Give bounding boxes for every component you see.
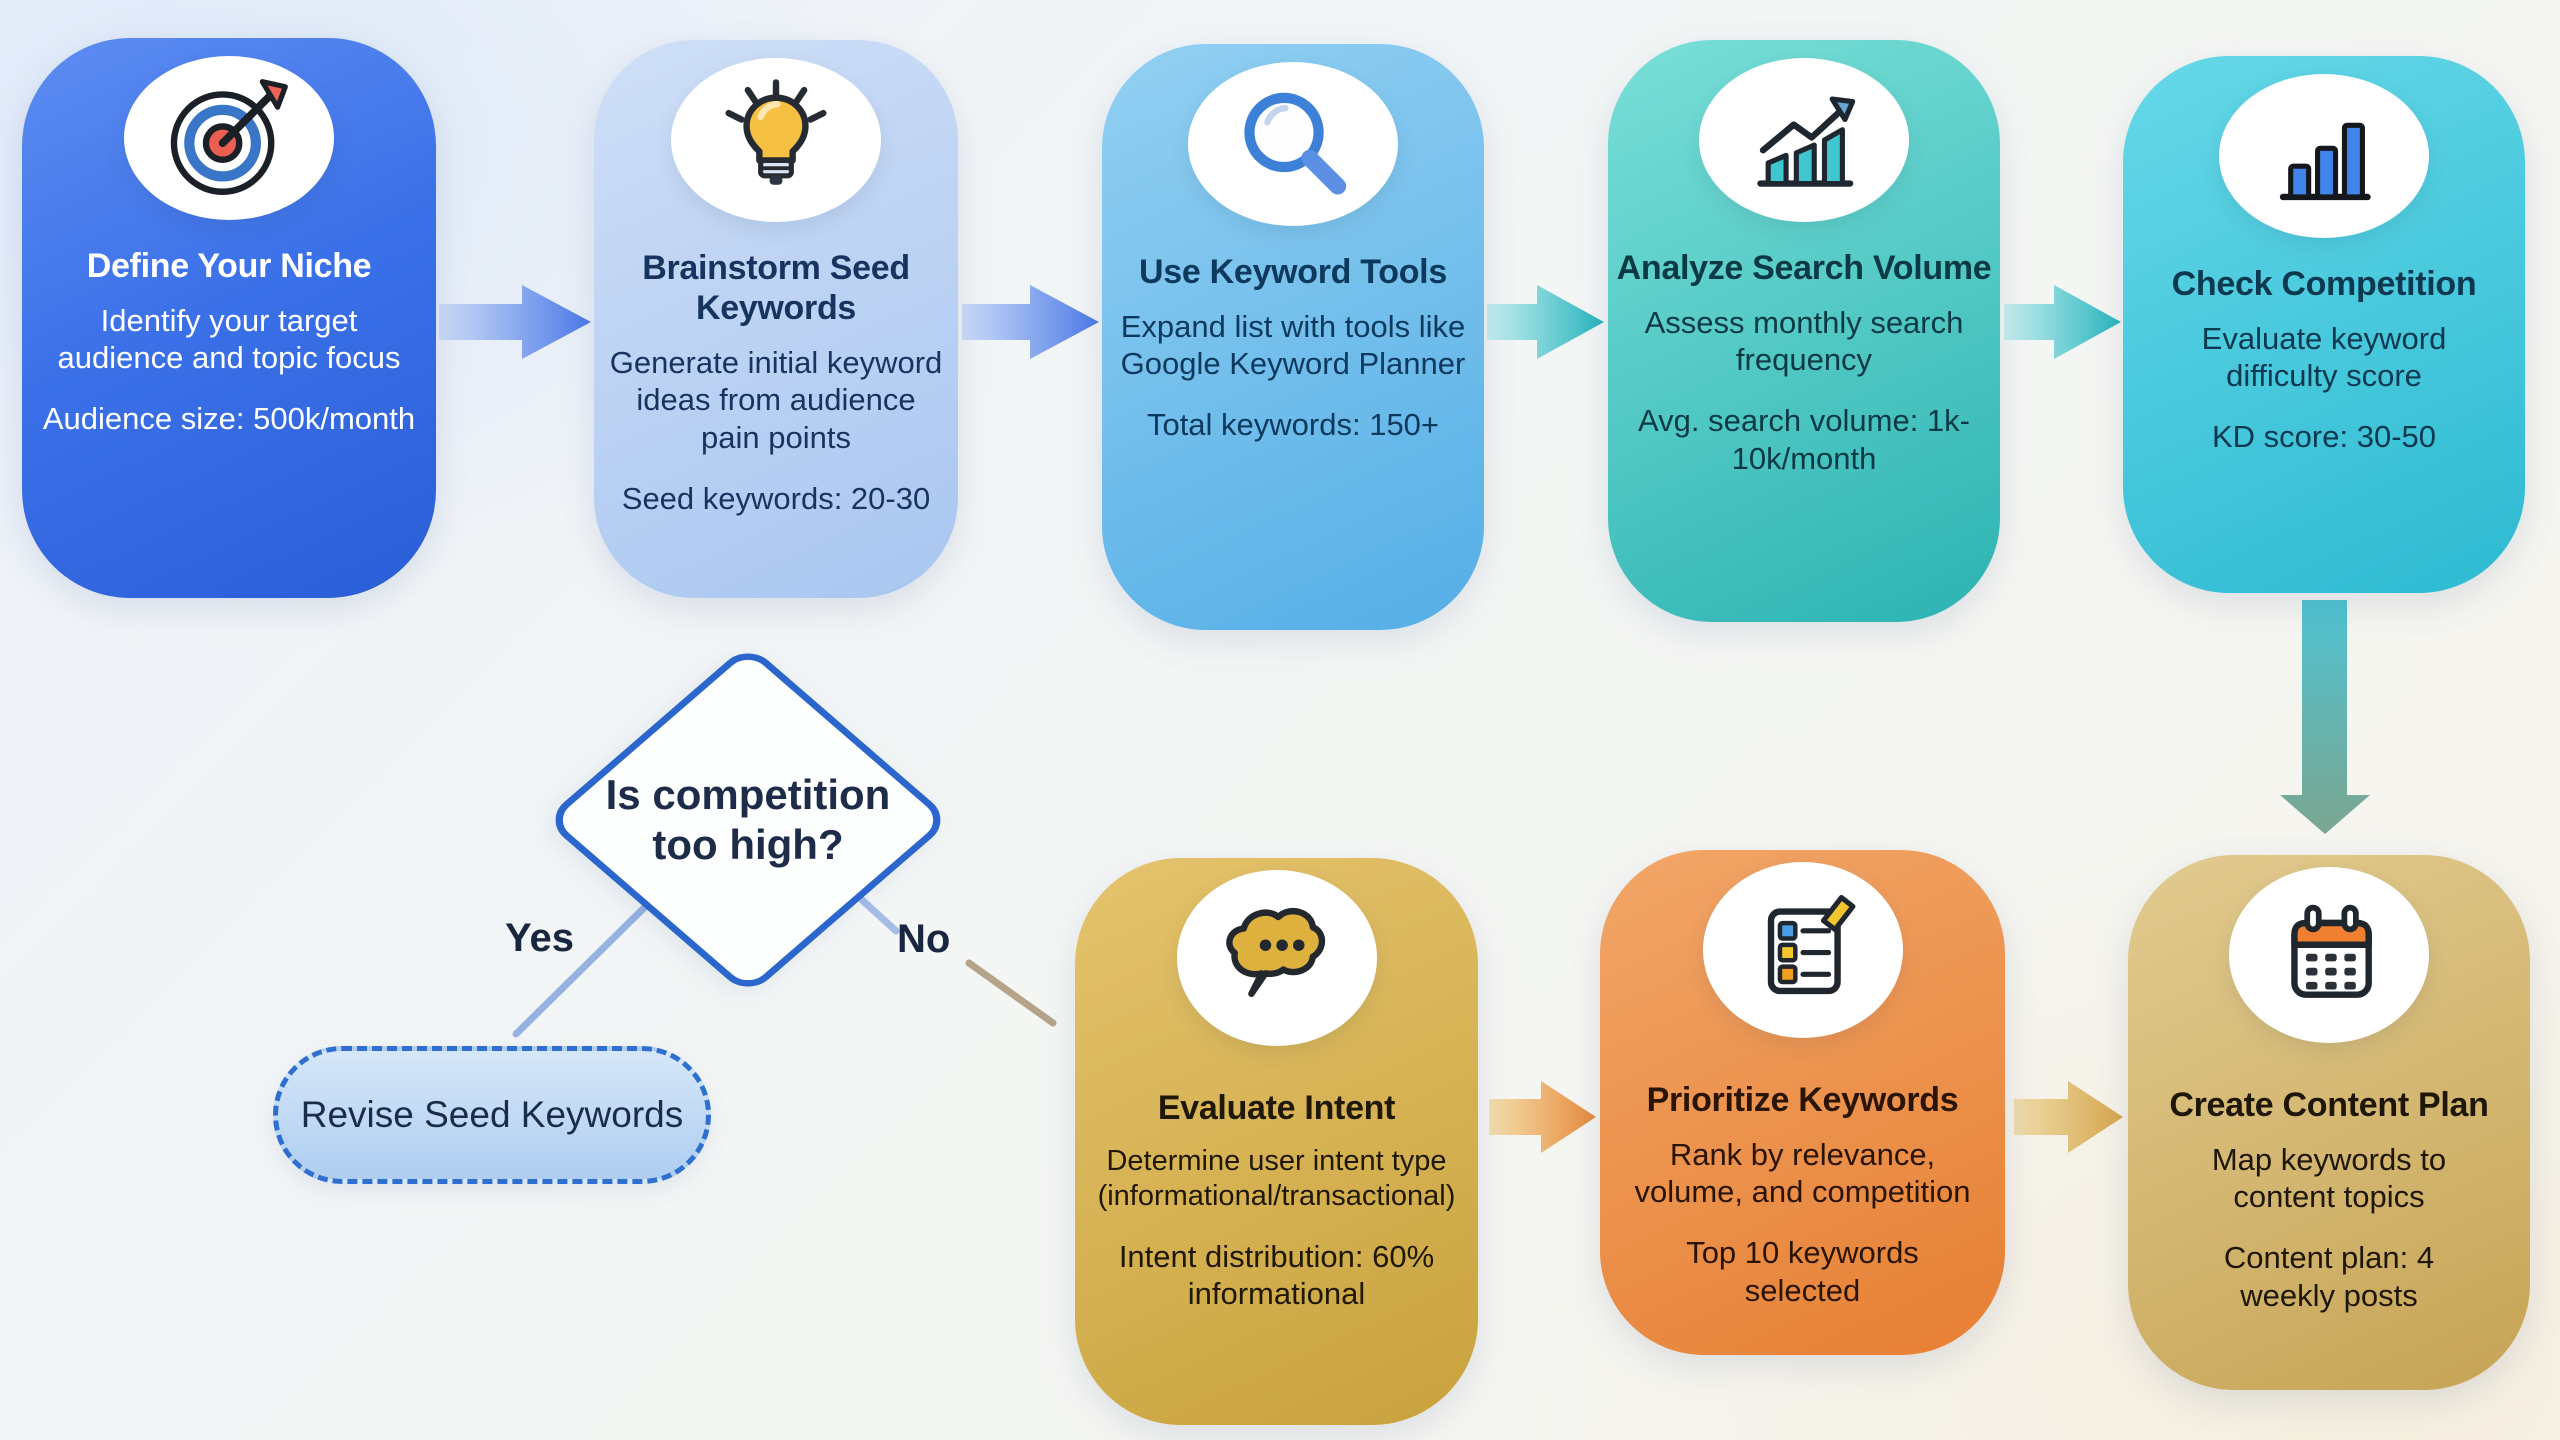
revise-pill: Revise Seed Keywords <box>273 1046 711 1184</box>
lightbulb-icon <box>725 79 827 185</box>
flow-arrow-5 <box>1489 1081 1596 1153</box>
step-description: Generate initial keyword ideas from audi… <box>609 345 943 455</box>
step-title: Define Your Niche <box>86 247 372 285</box>
growth-chart-icon <box>1757 96 1856 187</box>
step-card-brainstorm-seed-keywords: Brainstorm Seed Keywords Generate initia… <box>594 40 958 598</box>
icon-circle <box>1702 862 1903 1038</box>
flow-arrow-6 <box>2014 1081 2123 1153</box>
magnifier-icon <box>1244 92 1347 195</box>
step-metric: Intent distribution: 60% informational <box>1118 1238 1435 1311</box>
step-card-use-keyword-tools: Use Keyword Tools Expand list with tools… <box>1102 44 1484 630</box>
icon-circle <box>671 58 881 222</box>
step-title: Evaluate Intent <box>1157 1089 1396 1127</box>
step-title: Create Content Plan <box>2169 1086 2489 1124</box>
icon-circle <box>124 56 334 220</box>
step-title: Prioritize Keywords <box>1646 1081 1959 1119</box>
target-icon <box>170 79 288 195</box>
bar-chart-icon <box>2279 122 2371 201</box>
flow-arrow-3 <box>1487 285 1604 359</box>
step-description: Expand list with tools like Google Keywo… <box>1120 309 1466 382</box>
step-card-analyze-search-volume: Analyze Search Volume Assess monthly sea… <box>1608 40 2000 622</box>
speech-bubble-icon <box>1225 907 1325 998</box>
step-card-prioritize-keywords: Prioritize Keywords Rank by relevance, v… <box>1600 850 2005 1355</box>
step-card-create-content-plan: Create Content Plan Map keywords to cont… <box>2128 855 2530 1390</box>
step-metric: Total keywords: 150+ <box>1146 407 1440 443</box>
step-metric: Audience size: 500k/month <box>42 401 416 437</box>
icon-circle <box>2219 74 2429 238</box>
step-metric: Seed keywords: 20-30 <box>621 480 931 516</box>
revise-label: Revise Seed Keywords <box>300 1094 684 1135</box>
icon-circle <box>1188 62 1398 226</box>
step-description: Determine user intent type (informationa… <box>1097 1145 1456 1212</box>
step-metric: Top 10 keywords selected <box>1686 1235 1919 1308</box>
step-title: Check Competition <box>2171 265 2477 303</box>
step-metric: Content plan: 4 weekly posts <box>2223 1240 2435 1313</box>
no-label: No <box>897 917 951 961</box>
icon-circle <box>1699 58 1909 222</box>
step-title: Brainstorm Seed Keywords <box>642 249 910 328</box>
step-description: Assess monthly search frequency <box>1644 305 1964 378</box>
icon-circle <box>2229 867 2429 1043</box>
decision-diamond: Is competition too high? <box>543 643 953 997</box>
decision-question: Is competition too high? <box>605 770 891 868</box>
step-description: Identify your target audience and topic … <box>57 303 401 376</box>
checklist-icon <box>1767 894 1855 995</box>
step-metric: KD score: 30-50 <box>2212 419 2436 455</box>
step-card-check-competition: Check Competition Evaluate keyword diffi… <box>2123 56 2525 593</box>
step-description: Map keywords to content topics <box>2211 1142 2447 1215</box>
step-description: Rank by relevance, volume, and competiti… <box>1634 1137 1971 1210</box>
flow-arrow-2 <box>962 285 1099 359</box>
flow-arrow-down <box>2280 600 2370 834</box>
flow-arrow-4 <box>2004 285 2121 359</box>
yes-label: Yes <box>505 916 574 960</box>
flow-arrow-1 <box>439 285 591 359</box>
step-card-evaluate-intent: Evaluate Intent Determine user intent ty… <box>1075 858 1478 1425</box>
calendar-icon <box>2291 904 2372 998</box>
step-card-define-niche: Define Your Niche Identify your target a… <box>22 38 436 598</box>
step-description: Evaluate keyword difficulty score <box>2201 321 2447 394</box>
step-title: Use Keyword Tools <box>1139 253 1447 291</box>
step-title: Analyze Search Volume <box>1616 249 1992 287</box>
step-metric: Avg. search volume: 1k-10k/month <box>1638 403 1970 476</box>
icon-circle <box>1176 870 1377 1046</box>
no-connector-line <box>965 959 1057 1027</box>
